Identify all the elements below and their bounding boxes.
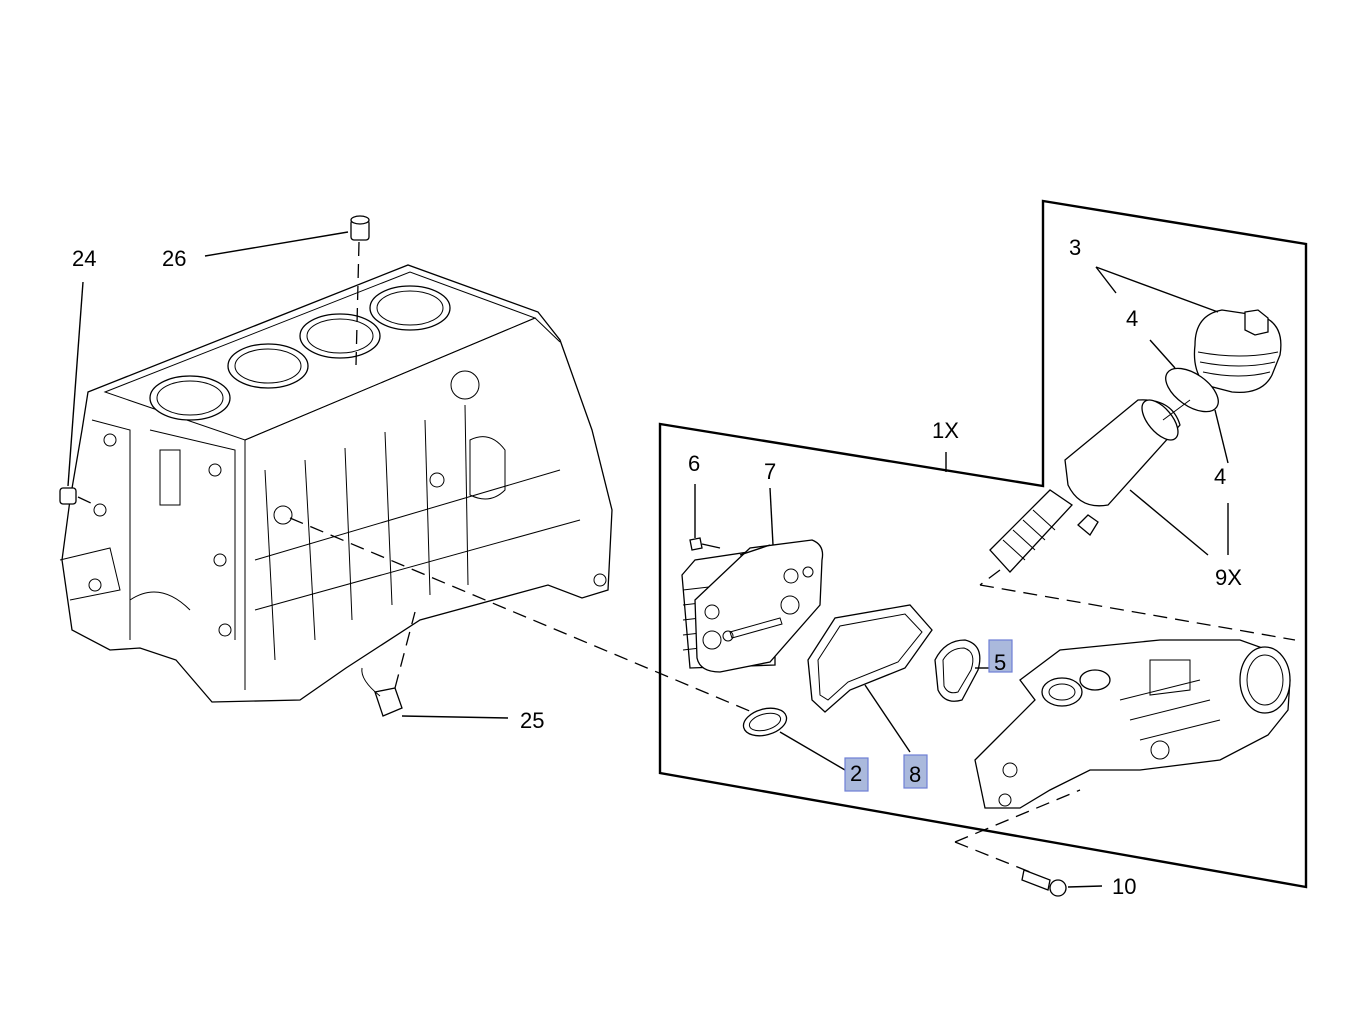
part-4-o-ring (1149, 339, 1229, 464)
callout-25[interactable]: 25 (520, 708, 544, 733)
part-3-filter-cap (1095, 266, 1282, 394)
callout-5-highlight (988, 639, 1013, 673)
part-5-gasket (934, 639, 990, 702)
callout-9x[interactable]: 9X (1215, 565, 1242, 590)
part-24-plug (59, 281, 96, 506)
filter-valve (989, 489, 1099, 573)
part-8-gasket (807, 604, 933, 753)
assembly-line-filter-to-housing (979, 584, 1296, 641)
callout-8[interactable]: 8 (909, 762, 921, 787)
callout-5[interactable]: 5 (994, 650, 1006, 675)
part-6-screw (689, 484, 721, 551)
part-10-bolt (1021, 869, 1103, 897)
assembly-line-block-to-seal (289, 517, 753, 713)
callout-7[interactable]: 7 (764, 459, 776, 484)
callout-26[interactable]: 26 (162, 246, 186, 271)
callout-1x[interactable]: 1X (932, 418, 959, 443)
kit-panel-outline (658, 199, 1308, 889)
part-7-oil-cooler (681, 487, 824, 673)
callout-4-top[interactable]: 4 (1126, 306, 1138, 331)
part-26-dowel-pin (204, 215, 370, 366)
callout-8-highlight (903, 754, 928, 789)
part-9x-filter-element (1064, 399, 1229, 556)
part-25-sensor (361, 611, 509, 719)
part-2-seal-ring (742, 707, 846, 771)
callout-3[interactable]: 3 (1069, 235, 1081, 260)
callout-24[interactable]: 24 (72, 246, 96, 271)
engine-block (59, 264, 613, 703)
oil-filter-housing (974, 639, 1291, 809)
callout-2[interactable]: 2 (850, 761, 862, 786)
callout-4-right[interactable]: 4 (1214, 464, 1226, 489)
callout-6[interactable]: 6 (688, 451, 700, 476)
callout-2-highlight (844, 757, 869, 792)
callout-10[interactable]: 10 (1112, 874, 1136, 899)
